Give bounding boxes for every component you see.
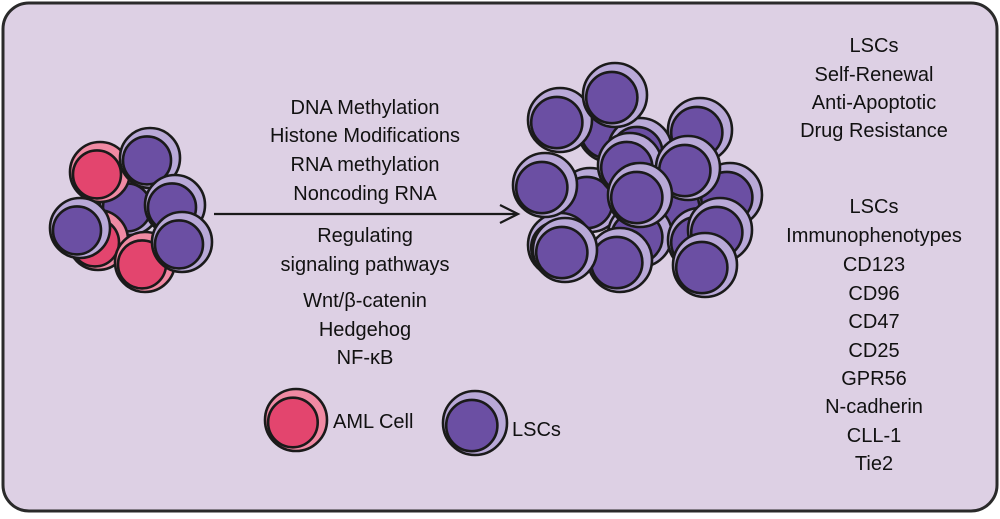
label-gpr56: GPR56 xyxy=(841,368,907,390)
legend-aml-label: AML Cell xyxy=(333,411,414,433)
label-n-cadherin: N-cadherin xyxy=(825,396,923,418)
legend-aml-cell xyxy=(263,387,329,453)
label-dna-methylation: DNA Methylation xyxy=(290,97,440,119)
label-anti-apoptotic: Anti-Apoptotic xyxy=(811,92,937,114)
aml-cluster xyxy=(48,126,214,294)
label-lscs-properties-heading: LSCs xyxy=(849,35,899,57)
label-rna-methylation: RNA methylation xyxy=(290,154,440,176)
legend-lsc-label: LSCs xyxy=(512,419,561,441)
cluster-cell-lsc-16 xyxy=(531,216,599,284)
label-wnt-beta-catenin: Wnt/β-catenin xyxy=(303,290,427,312)
label-drug-resistance: Drug Resistance xyxy=(800,120,948,142)
label-cd47: CD47 xyxy=(848,311,900,333)
cluster-cell-lsc-7 xyxy=(150,210,214,274)
label-lscs-immuno-heading: LSCs xyxy=(849,196,899,218)
cluster-cell-lsc-18 xyxy=(606,161,674,229)
legend-lsc-cell xyxy=(441,389,509,457)
lsc-cluster xyxy=(511,61,764,299)
label-cd96: CD96 xyxy=(848,283,900,305)
cluster-cell-lsc-6 xyxy=(48,196,112,260)
transition-arrow xyxy=(214,204,521,224)
cluster-cell-lsc-2 xyxy=(118,126,182,190)
label-self-renewal: Self-Renewal xyxy=(814,64,934,86)
label-tie2: Tie2 xyxy=(854,453,894,475)
label-histone-modifications: Histone Modifications xyxy=(269,125,461,147)
label-immunophenotypes: Immunophenotypes xyxy=(786,225,962,247)
legend-lsc-icon xyxy=(441,389,509,457)
label-cd25: CD25 xyxy=(848,340,900,362)
label-hedgehog: Hedgehog xyxy=(318,319,412,341)
label-cll-1: CLL-1 xyxy=(846,425,902,447)
label-nf-kb: NF-κB xyxy=(336,347,394,369)
cluster-cell-lsc-3 xyxy=(526,86,594,154)
cluster-cell-lsc-15 xyxy=(586,226,654,294)
cluster-cell-lsc-11 xyxy=(511,151,579,219)
label-noncoding-rna: Noncoding RNA xyxy=(293,183,437,205)
legend-aml-icon xyxy=(263,387,329,453)
label-signaling-pathways: signaling pathways xyxy=(280,254,450,276)
label-regulating: Regulating xyxy=(317,225,413,247)
cluster-cell-lsc-10 xyxy=(581,61,649,129)
label-cd123: CD123 xyxy=(842,254,906,276)
cluster-cell-lsc-17 xyxy=(671,231,739,299)
